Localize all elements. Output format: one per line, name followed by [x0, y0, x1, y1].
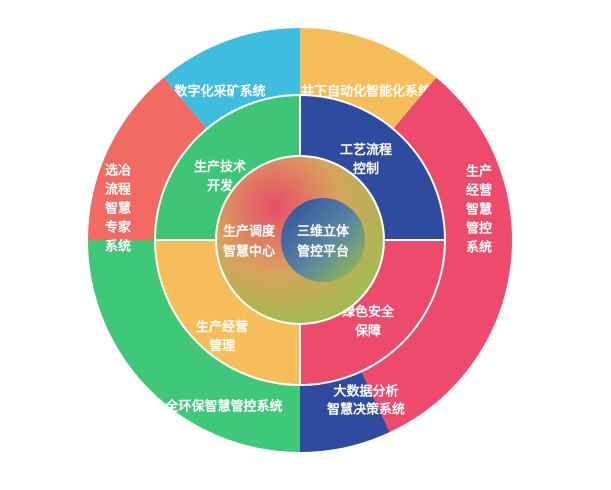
outer-label-smelting_expert-3: 智慧: [105, 201, 131, 217]
dispatch-label-line-2: 智慧中心: [223, 244, 275, 260]
outer-label-smelting_expert-4: 专家: [105, 220, 132, 236]
outer-label-smelting_expert-1: 选冶: [105, 163, 131, 179]
outer-label-production_control-5: 系统: [466, 240, 492, 256]
outer-label-production_control-2: 经营: [466, 183, 492, 199]
outer-label-production_control-4: 管控: [466, 221, 492, 237]
inner-label-operations_mgmt-1: 生产经营: [196, 319, 248, 335]
outer-label-smelting_expert-5: 系统: [105, 239, 131, 255]
inner-label-process_control-2: 控制: [353, 161, 379, 177]
inner-label-green_safety-2: 保障: [354, 323, 381, 339]
inner-label-operations_mgmt-2: 管理: [209, 338, 235, 354]
outer-label-smelting_expert-2: 流程: [105, 182, 131, 198]
inner-label-tech_dev-1: 生产技术: [194, 159, 246, 175]
inner-label-process_control-1: 工艺流程: [340, 142, 392, 158]
outer-label-production_control-1: 生产: [466, 164, 492, 180]
outer-label-underground_automation-1: 井下自动化智能化系统: [301, 84, 431, 100]
outer-label-big_data-1: 大数据分析: [333, 384, 398, 400]
outer-label-production_control-3: 智慧: [466, 202, 492, 218]
outer-label-environmental-1: 全环保智慧管控系统: [164, 399, 282, 415]
platform-label-line-2: 管控平台: [297, 244, 349, 260]
outer-label-big_data-2: 智慧决策系统: [327, 402, 405, 418]
dispatch-label-line-1: 生产调度: [223, 224, 276, 240]
outer-label-digital_mining-1: 数字化采矿系统: [174, 84, 265, 100]
platform-circle: [281, 198, 365, 282]
inner-label-tech_dev-2: 开发: [207, 178, 234, 194]
platform-label-line-1: 三维立体: [297, 224, 350, 240]
inner-label-green_safety-1: 绿色安全: [342, 304, 395, 320]
